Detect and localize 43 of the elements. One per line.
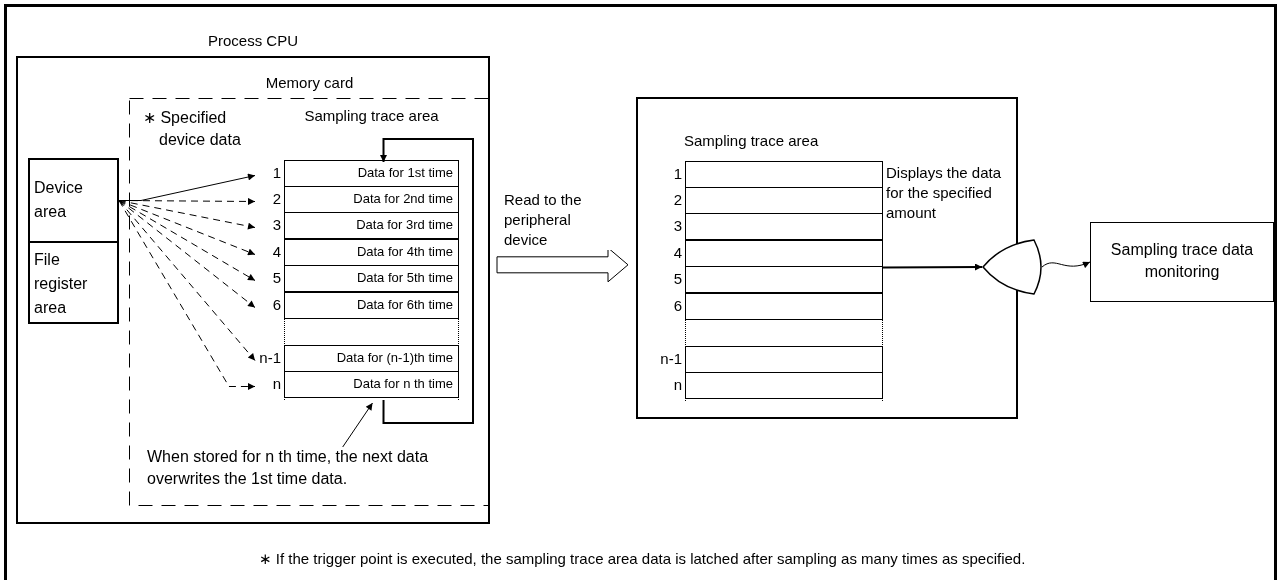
row-number: n-1 (659, 350, 682, 368)
cell-text: Data for 3rd time (356, 216, 453, 234)
note-text: ∗ Specified device data (143, 108, 242, 150)
arrow (342, 402, 373, 448)
row-number: 3 (271, 216, 281, 234)
cell-text: Data for (n-1)th time (336, 349, 453, 367)
cell-text: Data for 6th time (356, 296, 453, 314)
note-text: When stored for n th time, the next data overwrites the 1st time data. (147, 446, 477, 490)
file-register-box: File register area (28, 241, 119, 324)
row-number: 3 (672, 217, 682, 235)
group-title: Memory card (264, 74, 355, 92)
row-number: 4 (271, 243, 281, 261)
row-number: 2 (672, 191, 682, 209)
cell-text: Data for 2nd time (353, 190, 453, 208)
device-area-box: Device area (28, 158, 119, 243)
row-number: 4 (672, 244, 682, 262)
arrow (882, 263, 983, 271)
footnote: ∗ If the trigger point is executed, the sampling trace area data is latched after sampling as many times as specified. (257, 549, 1027, 569)
row-number: 5 (271, 269, 281, 287)
arrow (118, 200, 256, 361)
block-arrow (496, 247, 629, 283)
row-number: 6 (271, 296, 281, 314)
cell-text: Data for n th time (353, 375, 453, 393)
row-number: 2 (271, 190, 281, 208)
arrow (118, 200, 256, 281)
row-number: 1 (672, 165, 682, 183)
cell-text: Data for 4th time (356, 243, 453, 261)
group-title: Process CPU (207, 32, 299, 50)
row-number: n-1 (258, 349, 281, 367)
monitoring-box: Sampling trace data monitoring (1090, 222, 1274, 302)
cell-text: Data for 1st time (357, 164, 453, 182)
row-number: 5 (672, 270, 682, 288)
group-title: Sampling trace area (303, 107, 440, 125)
arrow (118, 200, 256, 308)
row-number: n (271, 375, 281, 393)
row-number: 6 (672, 297, 682, 315)
arrow (380, 138, 474, 424)
arrow (1041, 261, 1091, 268)
arrow (118, 200, 256, 390)
group-title: Sampling trace area (684, 132, 819, 150)
row-number: 1 (271, 164, 281, 182)
cell-text: Data for 5th time (356, 269, 453, 287)
row-number: n (672, 376, 682, 394)
